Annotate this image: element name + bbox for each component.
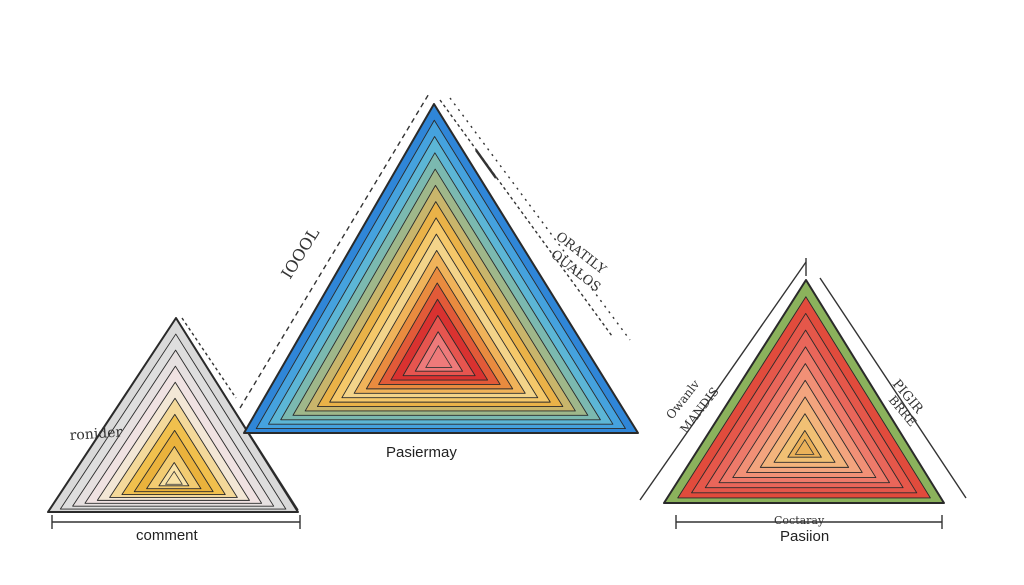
center-left-side-label: IOOOL — [277, 224, 323, 282]
left-base-label: comment — [136, 527, 199, 544]
left-triangle-layer — [158, 462, 190, 487]
left-triangle-core — [164, 470, 183, 485]
right-base-label: Pasiion — [780, 528, 829, 545]
right-triangle-core — [794, 438, 815, 455]
right-triangle-layer — [787, 430, 822, 458]
left-side-label: ronider — [69, 424, 123, 444]
right-base-label-1: Coctaray — [774, 514, 825, 527]
center-base-label: Pasiermay — [386, 444, 457, 461]
center-triangle — [243, 103, 639, 434]
center-triangle-layer — [414, 331, 464, 372]
center-triangle-core — [425, 344, 453, 368]
right-triangle — [663, 279, 945, 504]
left-triangle — [47, 317, 299, 513]
